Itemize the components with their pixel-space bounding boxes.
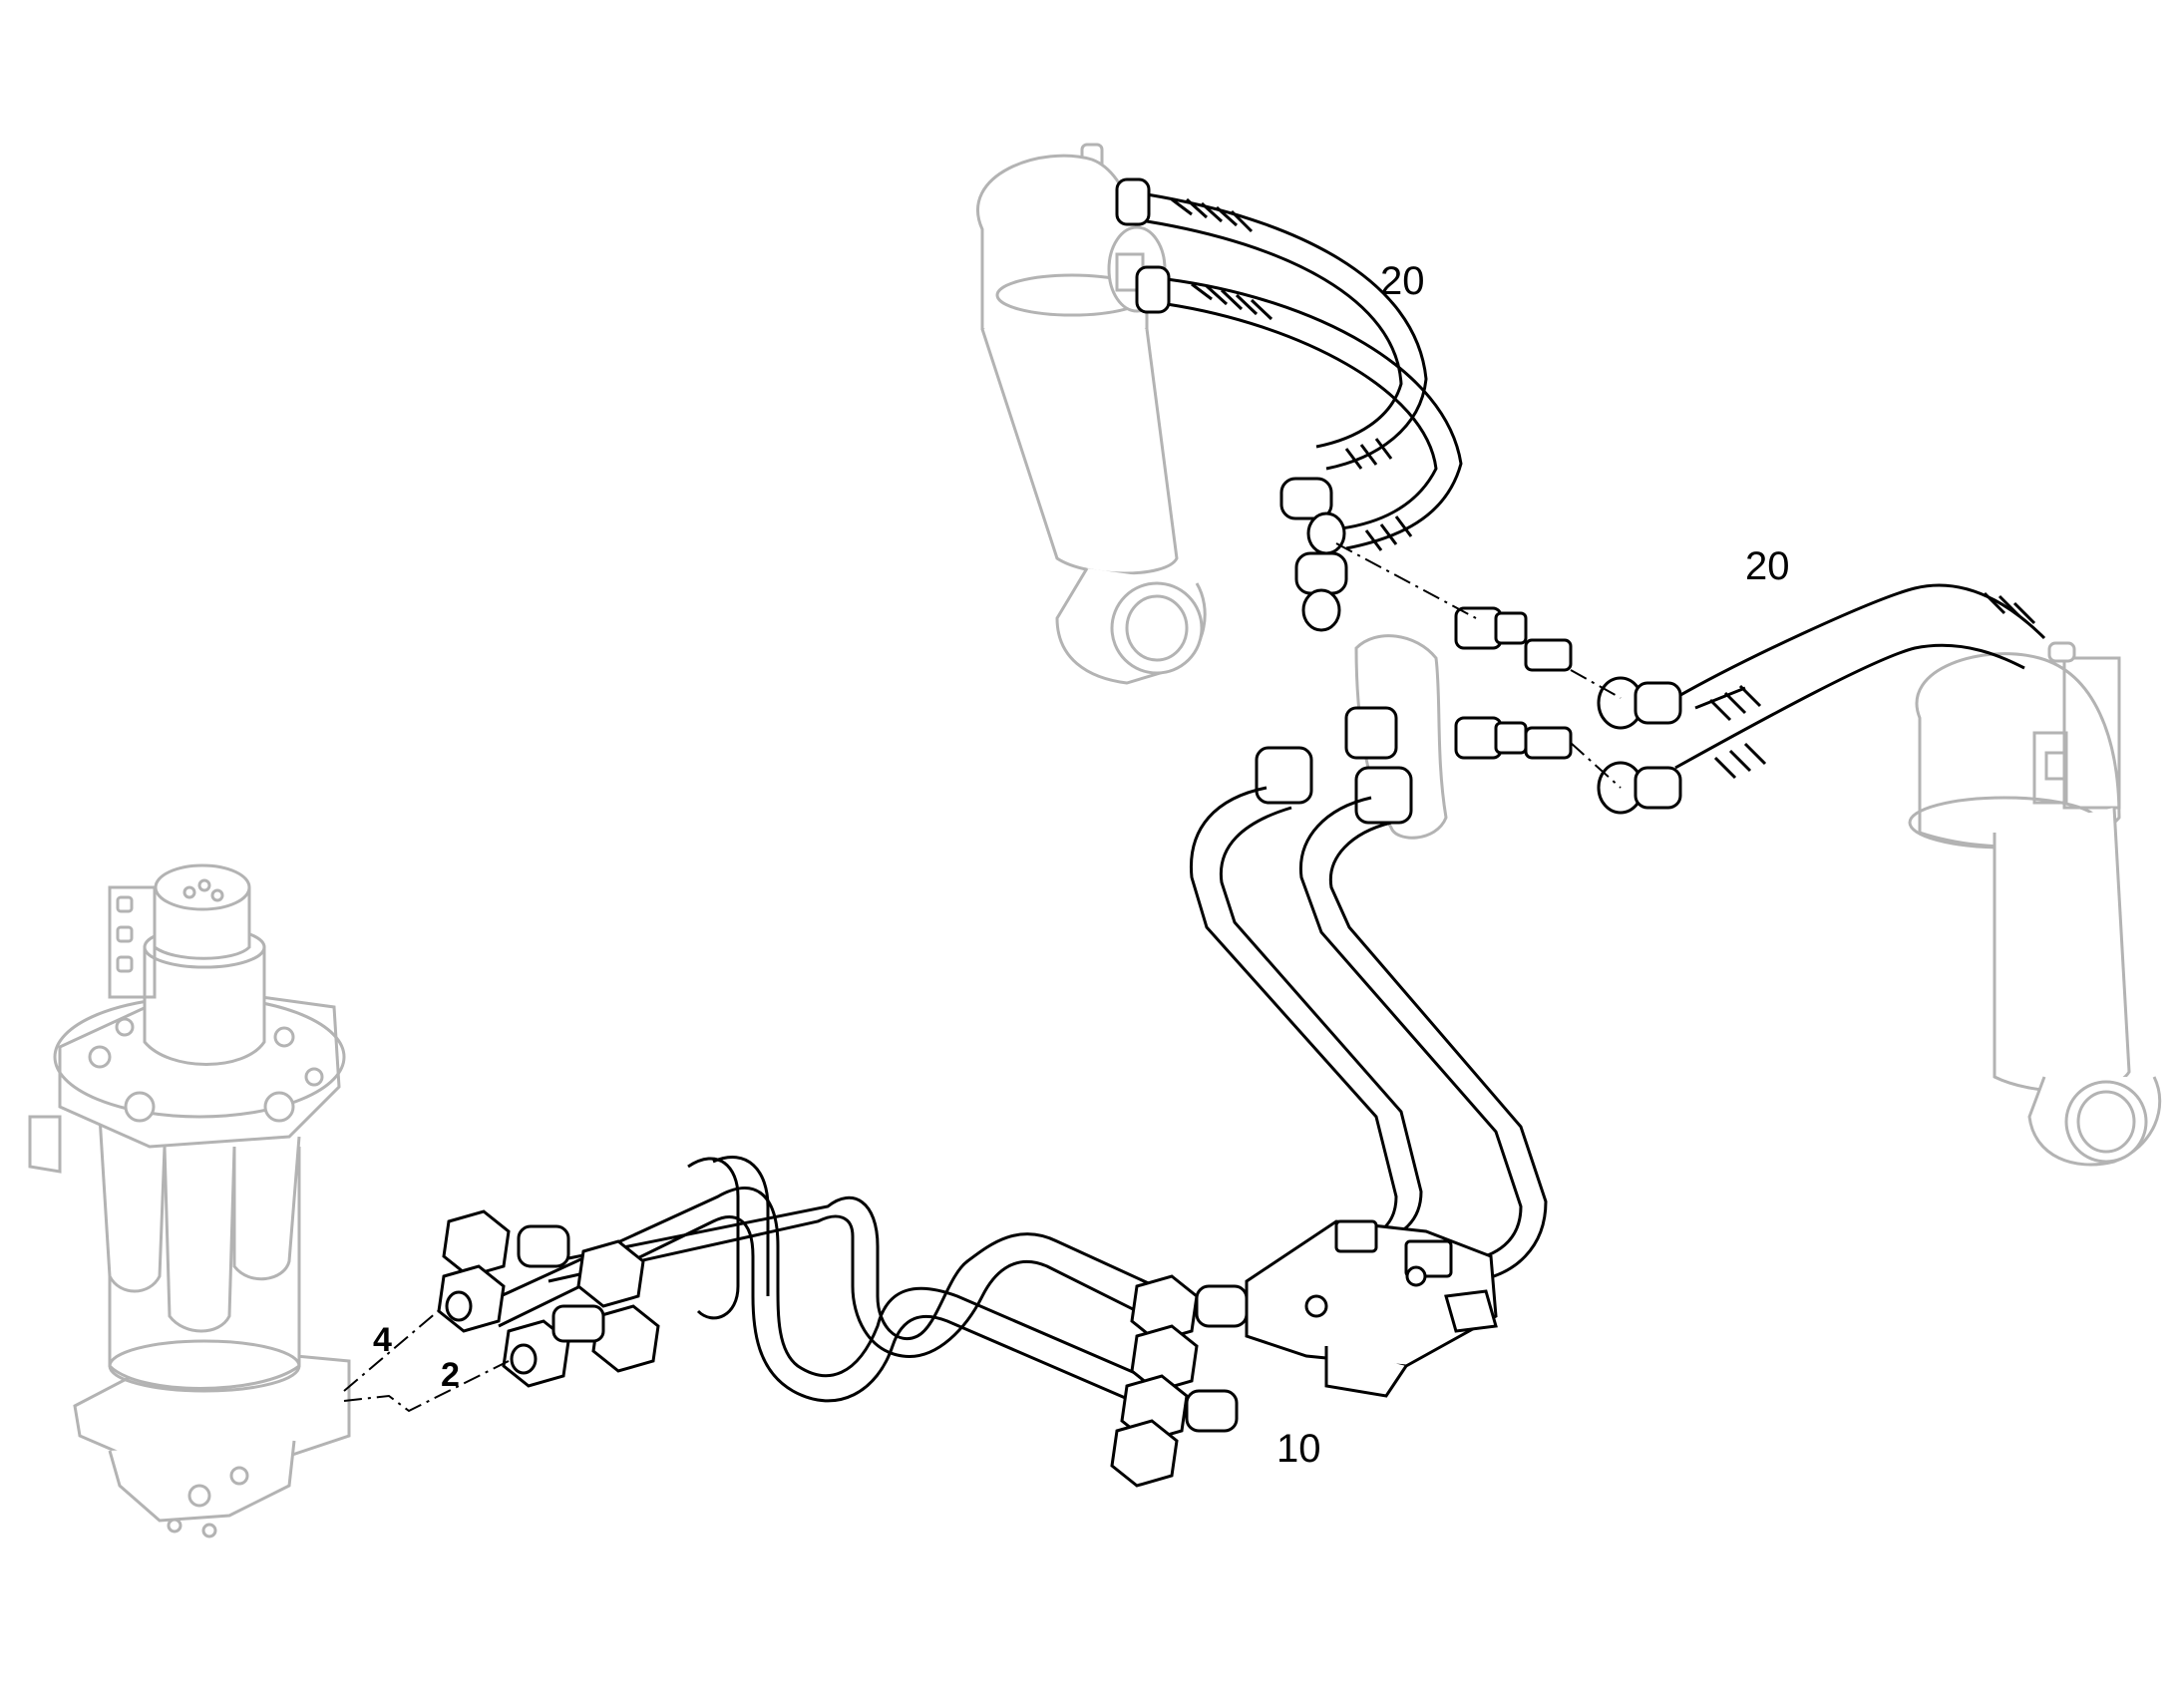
callout-hose-upper: 20 — [1380, 259, 1425, 303]
swing-motor-assembly — [28, 863, 351, 1538]
manifold-nut-fittings — [1110, 1274, 1249, 1488]
upper-hose-assembly — [1115, 177, 1463, 632]
lower-manifold — [1245, 1219, 1498, 1398]
right-hydraulic-cylinder — [1908, 641, 2162, 1167]
callout-hose-right: 20 — [1745, 544, 1790, 588]
right-hose-assembly — [1597, 583, 2046, 815]
callout-port-4: 4 — [373, 1321, 392, 1359]
swing-motor-connection-fittings — [437, 1209, 660, 1388]
callout-pipe-assembly: 10 — [1276, 1427, 1321, 1471]
rigid-pipe-assembly — [478, 786, 1548, 1418]
callout-port-2: 2 — [441, 1356, 460, 1394]
leader-lines — [343, 542, 1622, 1413]
